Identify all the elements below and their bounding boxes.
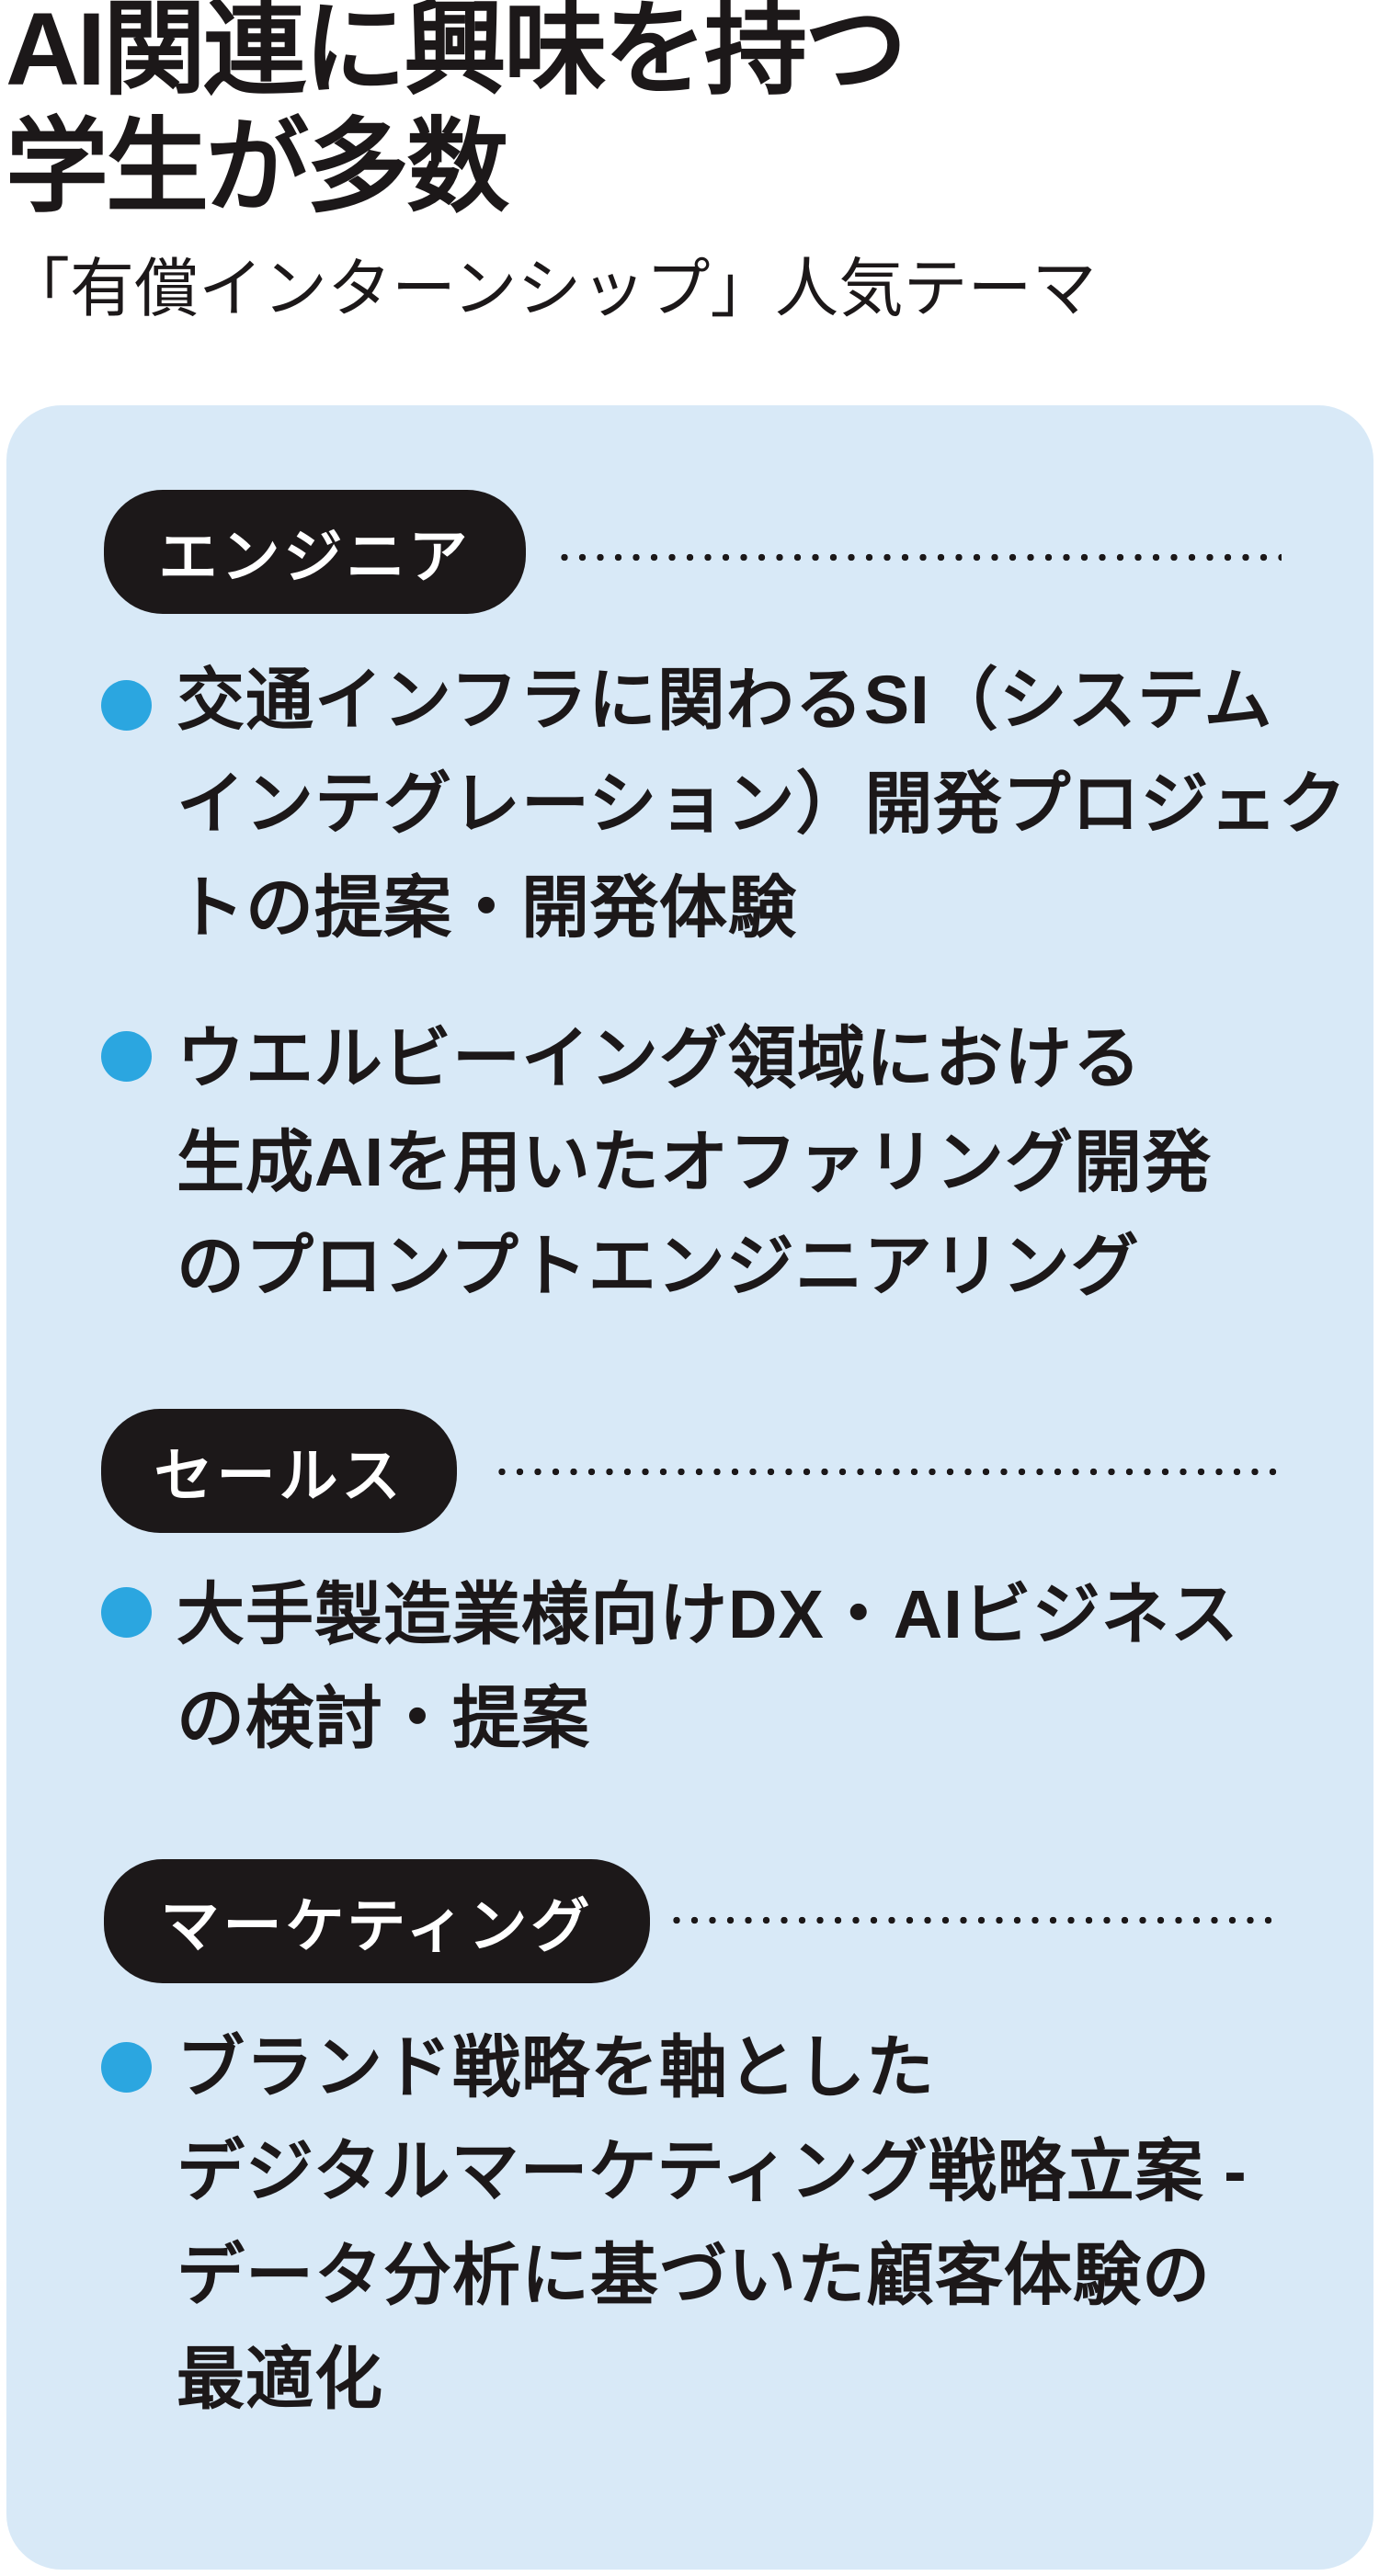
item-text-line: のプロンプトエンジニアリング [177, 1228, 1140, 1304]
list-item-engineer-2: ウエルビーイング領域における 生成AIを用いたオファリング開発 のプロンプトエン… [177, 1006, 1212, 1318]
bullet-icon [101, 1031, 152, 1082]
item-text-line: デジタルマーケティング戦略立案 - [177, 2133, 1248, 2209]
list-item-engineer-1: 交通インフラに関わるSI（システム インテグレーション）開発プロジェク トの提案… [177, 648, 1348, 959]
badge-marketing-label: マーケティング [160, 1892, 594, 1959]
list-item-marketing-1: ブランド戦略を軸とした デジタルマーケティング戦略立案 - データ分析に基づいた… [177, 2015, 1248, 2431]
dotted-line-marketing [673, 1916, 1282, 1924]
badge-engineer: エンジニア [104, 490, 526, 614]
page-title: AI関連に興味を持つ 学生が多数 [6, 0, 907, 226]
item-text-line: データ分析に基づいた顧客体験の [177, 2237, 1211, 2313]
dotted-line-sales [498, 1468, 1282, 1476]
page-title-line2: 学生が多数 [6, 109, 509, 224]
bullet-icon [101, 680, 152, 731]
item-text-line: 最適化 [177, 2341, 383, 2417]
badge-sales: セールス [101, 1409, 457, 1533]
badge-marketing: マーケティング [104, 1859, 650, 1983]
item-text-line: ブランド戦略を軸とした [177, 2029, 935, 2105]
badge-engineer-label: エンジニア [158, 523, 472, 590]
item-text-line: の検討・提案 [177, 1680, 590, 1756]
item-text-line: 交通インフラに関わるSI（システム [177, 662, 1273, 738]
badge-sales-label: セールス [154, 1442, 405, 1509]
bullet-icon [101, 2042, 152, 2093]
item-text-line: インテグレーション）開発プロジェク [177, 766, 1348, 842]
list-item-sales-1: 大手製造業様向けDX・AIビジネス の検討・提案 [177, 1562, 1239, 1770]
bullet-icon [101, 1587, 152, 1638]
themes-panel: エンジニア 交通インフラに関わるSI（システム インテグレーション）開発プロジェ… [6, 405, 1373, 2570]
subtitle: 「有償インターンシップ」人気テーマ [6, 253, 1097, 324]
item-text-line: ウエルビーイング領域における [177, 1020, 1142, 1096]
item-text-line: トの提案・開発体験 [177, 869, 797, 946]
item-text-line: 生成AIを用いたオファリング開発 [177, 1124, 1212, 1200]
page-title-line1: AI関連に興味を持つ [6, 0, 907, 107]
item-text-line: 大手製造業様向けDX・AIビジネス [177, 1576, 1239, 1652]
dotted-line-engineer [561, 553, 1282, 562]
